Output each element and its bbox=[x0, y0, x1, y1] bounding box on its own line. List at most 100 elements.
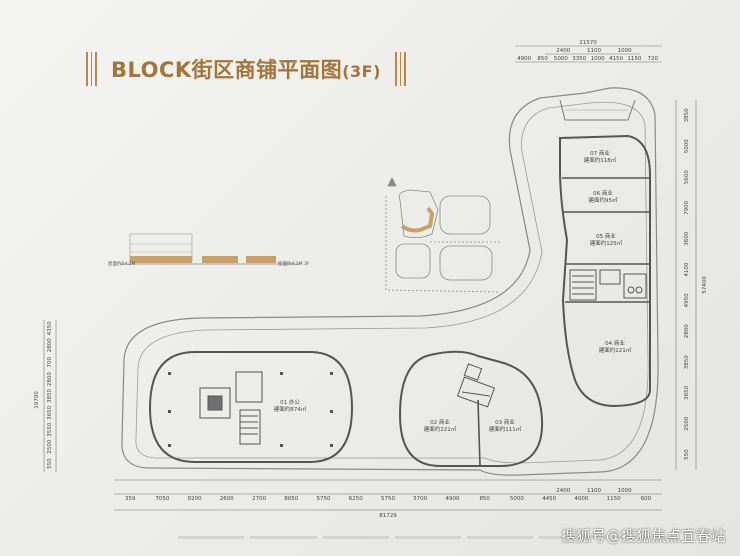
bottom-dim-item: 4900 bbox=[446, 496, 460, 502]
unit-01-area: 建面约874㎡ bbox=[274, 405, 307, 413]
footnote-strip bbox=[178, 536, 678, 542]
unit-06-label: 06 商业 bbox=[593, 189, 613, 197]
left-dimensions bbox=[43, 320, 57, 472]
key-plan bbox=[385, 177, 501, 293]
left-dim-item: 700 bbox=[47, 356, 53, 367]
left-dim-item: 2800 bbox=[47, 372, 53, 386]
right-dim-item: 5000 bbox=[684, 139, 690, 153]
top-dim-row2-item: 3350 bbox=[572, 56, 586, 62]
right-dim-overall: 57400 bbox=[702, 276, 708, 294]
watermark: 搜狐号@搜狐焦点宜春站 bbox=[560, 527, 726, 545]
title-left-bars bbox=[86, 52, 97, 86]
unit-02-area: 建面约221㎡ bbox=[424, 425, 457, 433]
left-dim-labels: 4350 2800 700 2800 3850 3650 3550 2500 550 19700 bbox=[34, 321, 53, 469]
left-dim-overall: 19700 bbox=[34, 391, 40, 409]
elevation-left-label: 屋面约54.2M bbox=[108, 260, 136, 267]
office-core bbox=[199, 371, 263, 445]
top-dim-row2-item: 720 bbox=[648, 56, 659, 62]
unit-04-area: 建面约221㎡ bbox=[599, 346, 632, 354]
bottom-dim-item: 5750 bbox=[381, 496, 395, 502]
title-main: BLOCK街区商铺平面图 bbox=[111, 58, 343, 82]
right-dim-item: 7900 bbox=[684, 200, 690, 214]
elevation-strip: 屋面约54.2M 屋面约4.1M 3F bbox=[108, 233, 310, 267]
bottom-dim-item: 359 bbox=[125, 496, 136, 502]
bottom-dim-item: 1150 bbox=[607, 496, 621, 502]
bottom-dim-item: 4450 bbox=[542, 496, 556, 502]
left-dim-item: 2800 bbox=[47, 338, 53, 352]
top-dim-row2-item: 4150 bbox=[609, 56, 623, 62]
oval-shops-outline bbox=[398, 350, 544, 467]
unit-07-label: 07 商业 bbox=[590, 149, 610, 157]
office-outline bbox=[148, 351, 354, 463]
unit-04-label: 04 商业 bbox=[605, 339, 625, 347]
left-dim-item: 4350 bbox=[47, 321, 53, 335]
right-dim-item: 2500 bbox=[684, 416, 690, 430]
right-dim-item: 5600 bbox=[684, 170, 690, 184]
title-suffix: (3F) bbox=[342, 62, 381, 81]
tower-outline bbox=[559, 134, 651, 408]
partition-02-03 bbox=[477, 399, 481, 467]
bottom-dim-upper-item: 2400 bbox=[556, 488, 570, 494]
bottom-dim-upper-item: 1100 bbox=[587, 488, 601, 494]
top-dim-row1-item: 1100 bbox=[587, 48, 601, 54]
right-dim-item: 2800 bbox=[684, 324, 690, 338]
right-dim-labels: 3850 5000 5600 7900 3600 4100 4950 2800 3850 3650… bbox=[684, 108, 708, 460]
left-dim-item: 3650 bbox=[47, 405, 53, 419]
bottom-dim-item: 8200 bbox=[188, 496, 202, 502]
bottom-dim-item: 7050 bbox=[155, 496, 169, 502]
right-dim-item: 4100 bbox=[684, 262, 690, 276]
bottom-dim-item: 2700 bbox=[252, 496, 266, 502]
title-right-bars bbox=[394, 52, 406, 86]
bottom-dim-item: 2600 bbox=[220, 496, 234, 502]
key-plan-highlight bbox=[400, 206, 435, 233]
bottom-dim-item: 4000 bbox=[574, 496, 588, 502]
unit-06-area: 建面约95㎡ bbox=[589, 196, 618, 204]
top-dim-row1-item: 2400 bbox=[556, 48, 570, 54]
top-dim-overall: 21570 bbox=[579, 40, 597, 46]
unit-01-label: 01 办公 bbox=[280, 398, 300, 406]
oval-core bbox=[456, 363, 496, 408]
bottom-dim-item: 8050 bbox=[284, 496, 298, 502]
top-dim-row2-item: 1150 bbox=[627, 56, 641, 62]
tower-core bbox=[569, 269, 647, 301]
left-dim-item: 550 bbox=[47, 458, 53, 469]
top-dimensions bbox=[515, 45, 662, 63]
page-title: BLOCK街区商铺平面图(3F) bbox=[111, 54, 381, 84]
bottom-dim-item: 5000 bbox=[510, 496, 524, 502]
right-dim-item: 3850 bbox=[684, 355, 690, 369]
bottom-dim-item: 5750 bbox=[317, 496, 331, 502]
right-dim-item: 550 bbox=[684, 449, 690, 460]
top-dim-row1-item: 1000 bbox=[618, 48, 632, 54]
office-columns bbox=[168, 372, 333, 447]
top-dim-row2-item: 5000 bbox=[554, 56, 568, 62]
bottom-dim-item: 850 bbox=[479, 496, 490, 502]
bottom-dim-item: 5700 bbox=[413, 496, 427, 502]
top-dim-row2-item: 1000 bbox=[591, 56, 605, 62]
bottom-dim-overall: 81729 bbox=[379, 513, 397, 519]
unit-03-area: 建面约111㎡ bbox=[489, 425, 522, 433]
right-dim-item: 3600 bbox=[684, 231, 690, 245]
bottom-dim-labels: 359 7050 8200 2600 2700 8050 5750 6250 5750 5700 4… bbox=[125, 488, 652, 519]
porch-top bbox=[559, 99, 636, 121]
site-outline bbox=[121, 87, 659, 476]
left-dim-item: 3850 bbox=[47, 389, 53, 403]
left-dim-item: 2500 bbox=[47, 439, 53, 453]
right-dimensions bbox=[675, 100, 697, 470]
right-dim-item: 4950 bbox=[684, 293, 690, 307]
site-outline-inner bbox=[135, 101, 649, 464]
bottom-dim-item: 6250 bbox=[349, 496, 363, 502]
bottom-dim-item: 600 bbox=[641, 496, 652, 502]
unit-05-area: 建面约125㎡ bbox=[590, 239, 623, 247]
unit-07-area: 建面约118㎡ bbox=[584, 156, 617, 164]
top-dim-row2-item: 4900 bbox=[517, 56, 531, 62]
right-dim-item: 3650 bbox=[684, 385, 690, 399]
title-block: BLOCK街区商铺平面图(3F) bbox=[86, 48, 406, 90]
top-dim-row2-item: 850 bbox=[537, 56, 548, 62]
elevation-right-label: 屋面约4.1M 3F bbox=[278, 260, 310, 267]
bottom-dim-upper-item: 1000 bbox=[618, 488, 632, 494]
left-dim-item: 3550 bbox=[47, 422, 53, 436]
unit-02-label: 02 商业 bbox=[430, 418, 450, 426]
unit-03-label: 03 商业 bbox=[495, 418, 515, 426]
right-dim-item: 3850 bbox=[684, 108, 690, 122]
